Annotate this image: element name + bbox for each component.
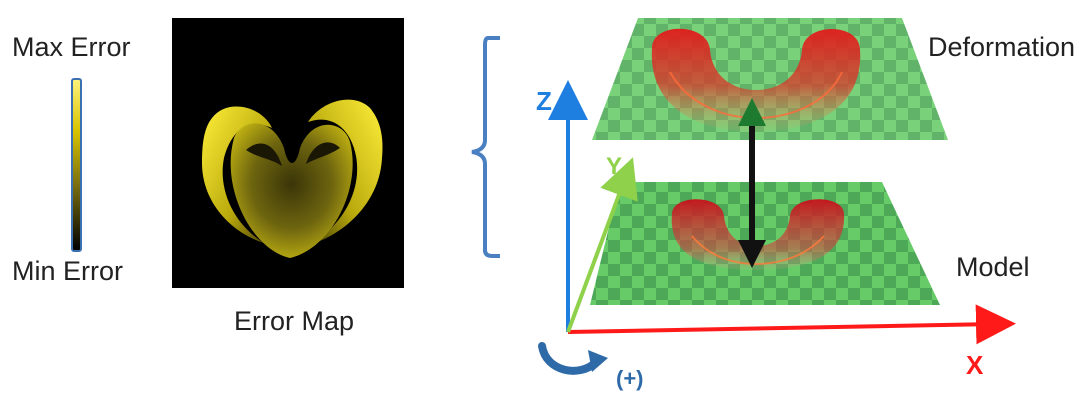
deformation-scene: Z Y X (+) — [471, 18, 1016, 391]
deformation-label: Deformation — [928, 32, 1076, 62]
x-axis — [567, 304, 1016, 345]
model-shape — [671, 199, 845, 270]
error-colorbar — [71, 78, 82, 252]
rotation-arrow-icon — [538, 342, 608, 375]
model-plane — [590, 182, 940, 305]
y-axis — [566, 157, 638, 333]
model-label: Model — [956, 252, 1030, 282]
y-axis-label: Y — [606, 153, 622, 180]
min-error-label: Min Error — [12, 256, 124, 286]
max-error-label: Max Error — [12, 32, 131, 62]
rotation-sign-label: (+) — [616, 366, 644, 391]
correspondence-arrow — [738, 98, 766, 268]
x-axis-label: X — [966, 350, 984, 380]
error-map-caption: Error Map — [234, 306, 355, 336]
z-axis-label: Z — [536, 86, 552, 116]
error-wing-left — [202, 106, 272, 243]
error-wing-right — [308, 99, 383, 245]
grouping-bracket — [471, 36, 500, 258]
error-map-image — [172, 18, 404, 288]
